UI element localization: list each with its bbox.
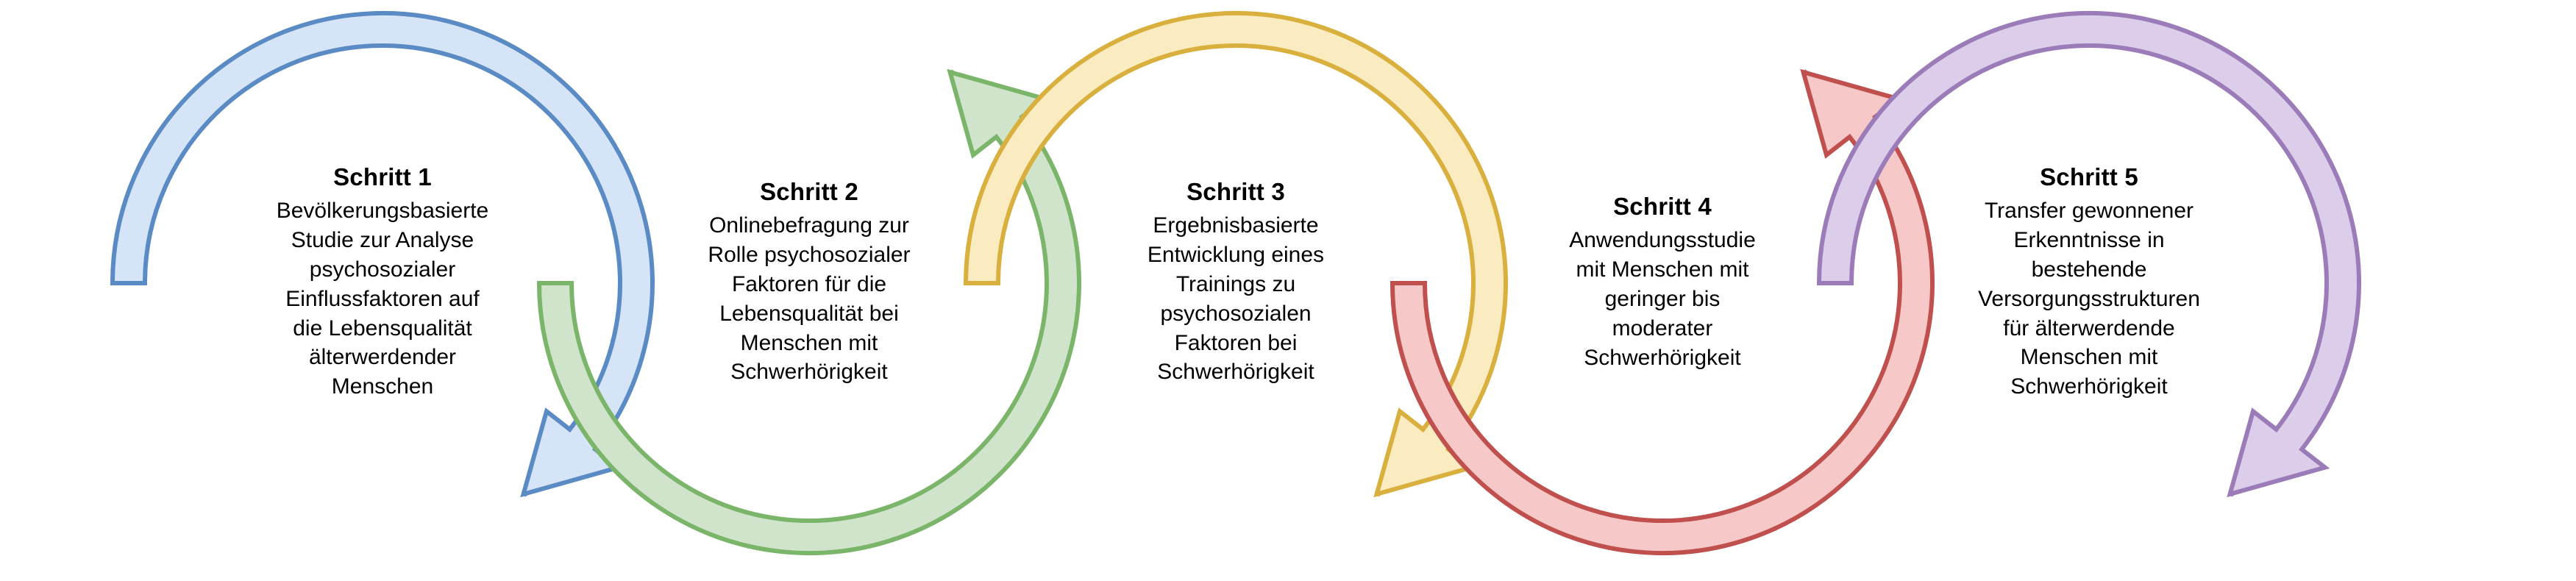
step-description-line: mit Menschen mit [1576,257,1749,282]
step-description-line: Menschen mit [2020,345,2158,370]
step-description-line: Menschen [331,374,434,399]
step-description-line: Ergebnisbasierte [1153,213,1319,238]
step-description-line: Faktoren für die [731,271,887,296]
step-description-line: Studie zur Analyse [291,227,474,252]
step-description-line: moderater [1612,316,1713,341]
step-heading-1: Schritt 1 [333,163,432,190]
step-description-line: Anwendungsstudie [1569,228,1756,252]
step-description-line: Transfer gewonnener [1984,199,2194,223]
step-description-line: bestehende [2031,257,2147,282]
step-ring-5 [1816,11,2361,498]
step-arrow-5-down [1816,11,2361,498]
step-description-line: Schwerhörigkeit [1584,345,1741,370]
step-description-line: älterwerdender [308,345,457,370]
step-description-line: geringer bis [1604,286,1721,311]
step-description-line: psychosozialer [309,257,456,282]
step-description-line: Menschen mit [740,330,878,355]
step-description-line: Onlinebefragung zur [709,213,909,238]
step-description-line: Einflussfaktoren auf [285,286,480,311]
step-heading-3: Schritt 3 [1186,178,1285,205]
step-heading-5: Schritt 5 [2040,163,2138,190]
step-description-line: Bevölkerungsbasierte [276,199,489,223]
step-description-line: Schwerhörigkeit [730,360,888,385]
step-description-line: die Lebensqualität [293,316,472,341]
step-description-line: Schwerhörigkeit [1157,360,1314,385]
step-description-4: Anwendungsstudie mit Menschen mit geringer… [1449,226,1876,372]
step-text-block-4: Schritt 4 Anwendungsstudie mit Menschen mi… [1449,194,1876,372]
step-description-line: Versorgungsstrukturen [1978,286,2200,311]
step-description-line: psychosozialen [1160,301,1312,326]
step-description-line: Erkenntnisse in [2013,227,2165,252]
step-description-line: Schwerhörigkeit [2010,374,2168,399]
step-heading-2: Schritt 2 [760,178,858,205]
step-description-line: Lebensqualität bei [719,301,899,326]
step-heading-4: Schritt 4 [1613,193,1712,220]
step-description-line: Entwicklung eines [1147,242,1325,267]
step-description-line: Rolle psychosozialer [708,242,911,267]
step-description-line: Faktoren bei [1174,330,1298,355]
step-description-line: Trainings zu [1175,271,1296,296]
step-description-line: für älterwerdende [2003,316,2175,341]
